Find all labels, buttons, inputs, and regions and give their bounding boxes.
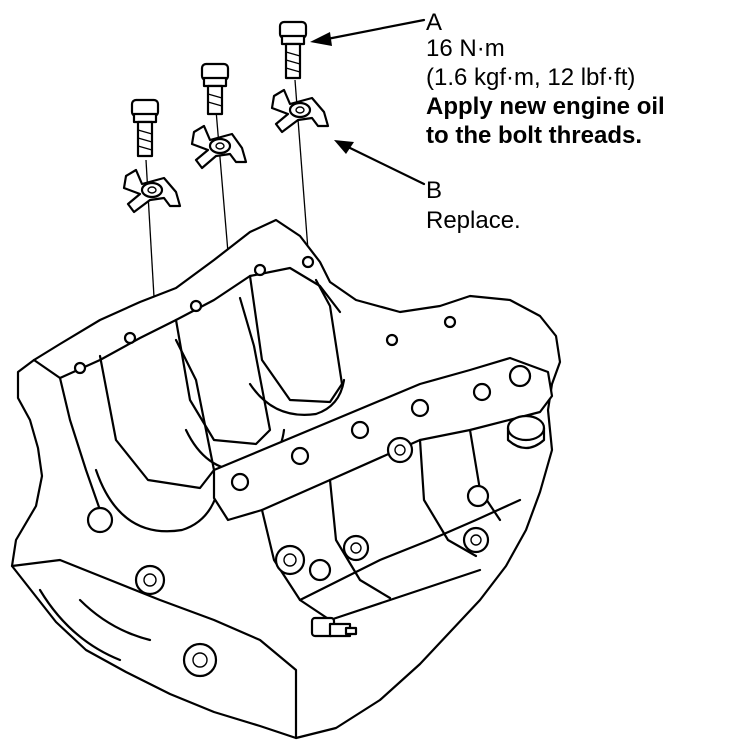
sensor-plug: [310, 616, 358, 638]
callout-a-torque-alt: (1.6 kgf·m, 12 lbf·ft): [426, 64, 636, 91]
oil-jet-2: [190, 124, 248, 170]
callout-b-arrow: [334, 140, 426, 186]
bolt-3: [278, 20, 308, 80]
bolt-2: [200, 62, 230, 116]
callout-b-letter: B: [426, 177, 443, 204]
callout-a-torque: 16 N·m: [426, 35, 505, 62]
callout-a-arrow: [310, 18, 426, 46]
callout-a-note-line2: to the bolt threads.: [426, 122, 642, 149]
engine-block: [10, 218, 562, 740]
callout-b-note: Replace.: [426, 207, 521, 234]
callout-a-note-line1: Apply new engine oil: [426, 93, 665, 120]
oil-jet-3: [270, 88, 330, 134]
callout-a-letter: A: [426, 9, 443, 36]
oil-jet-1: [122, 168, 182, 214]
bolt-1: [130, 98, 160, 158]
